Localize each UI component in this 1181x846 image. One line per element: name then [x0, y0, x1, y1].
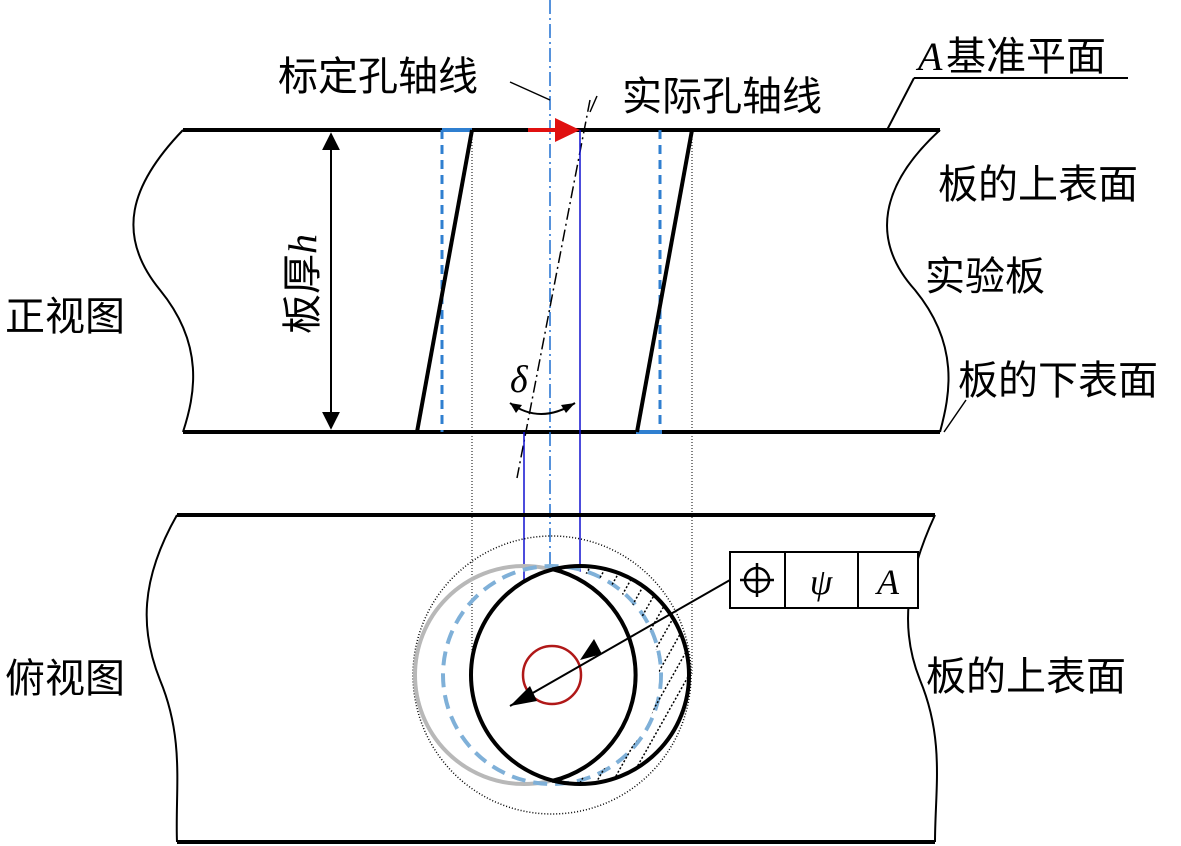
datum-leader-slanted	[886, 77, 915, 131]
offset-arrow-head	[555, 118, 580, 142]
left-break-line-front	[132, 129, 195, 433]
nominal-hole-dashed-circle	[441, 564, 663, 786]
lens-inner-arc	[551, 567, 638, 783]
nominal-axis-label: 标定孔轴线	[278, 54, 478, 100]
hatch-line	[607, 566, 689, 784]
upper-surface-label-front: 板的上表面	[938, 162, 1138, 208]
labels: A 基准平面 标定孔轴线 实际孔轴线 板的上表面 实验板 板的下表面 正视图 俯…	[5, 34, 1158, 702]
left-break-line-top	[145, 514, 179, 843]
fcf-datum-letter: A	[875, 562, 900, 602]
tolerance-zone-circle	[521, 644, 583, 706]
tolerance-diameter-line	[509, 579, 731, 707]
hatch-mask	[471, 568, 659, 782]
lower-surface-label: 板的下表面	[958, 358, 1158, 404]
delta-arc-arrow-left	[510, 403, 522, 413]
actual-axis-label: 实际孔轴线	[622, 74, 822, 120]
front-view-label: 正视图	[5, 294, 125, 340]
actual-hole-circle	[469, 564, 691, 786]
fcf-tolerance-value: ψ	[810, 562, 833, 602]
delta-arc-arrow-right	[561, 403, 575, 413]
hatch-line	[623, 566, 689, 784]
actual-axis-line	[516, 99, 591, 479]
thickness-label: 板厚h	[280, 234, 326, 334]
lower-surface-leader	[943, 399, 967, 433]
tolerance-arrow-upper	[580, 639, 602, 660]
datum-plane-letter: A	[915, 34, 943, 79]
actual-axis-leader	[589, 95, 598, 113]
delta-angle-label: δ	[510, 359, 529, 401]
feature-control-frame: ψ A	[729, 551, 919, 609]
actual-hole-right-wall	[635, 129, 694, 433]
nominal-axis-leader	[509, 81, 551, 101]
actual-hole-left-wall	[415, 129, 474, 433]
upper-surface-label-top: 板的上表面	[926, 654, 1126, 700]
right-break-line-front	[886, 129, 950, 433]
top-view-label: 俯视图	[5, 656, 125, 702]
thickness-label-group: 板厚h	[280, 234, 326, 334]
datum-plane-label: 基准平面	[946, 34, 1106, 80]
position-symbol-icon	[740, 563, 774, 597]
test-plate-label: 实验板	[925, 254, 1045, 300]
top-view: ψ A	[145, 513, 938, 844]
tolerance-arrow-lower	[510, 686, 537, 706]
